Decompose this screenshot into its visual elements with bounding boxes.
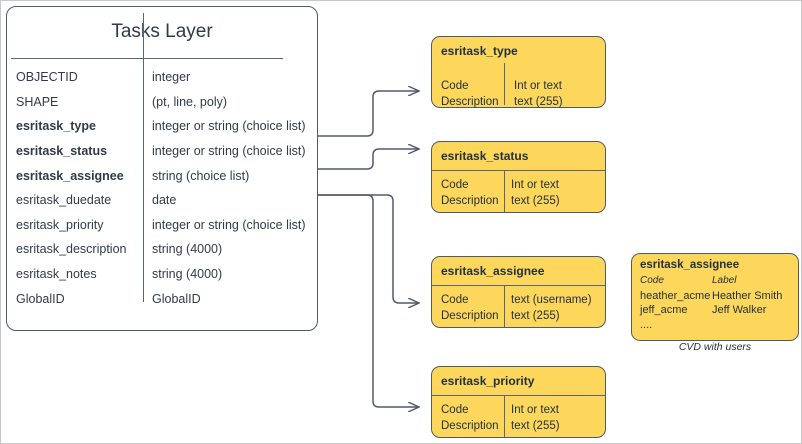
field-name: esritask_duedate bbox=[16, 193, 112, 208]
field-name: GlobalID bbox=[16, 291, 65, 306]
cvd-row: .... bbox=[640, 318, 795, 333]
field-type: integer or string (choice list) bbox=[152, 119, 306, 134]
field-name: SHAPE bbox=[16, 94, 59, 109]
cvd-title: esritask_assignee bbox=[640, 259, 740, 271]
table-row: esritask_priority integer or string (choi… bbox=[7, 213, 317, 238]
table-row: esritask_duedate date bbox=[7, 188, 317, 213]
cvd-code: jeff_acme bbox=[640, 304, 688, 316]
field-name: esritask_priority bbox=[16, 217, 104, 232]
cvd-caption: CVD with users bbox=[678, 341, 752, 353]
field-name: esritask_description bbox=[16, 242, 127, 257]
cvd-header-label: Label bbox=[712, 275, 737, 286]
table-row: esritask_assignee string (choice list) bbox=[7, 163, 317, 188]
connector-status bbox=[317, 149, 419, 170]
field-name: esritask_notes bbox=[16, 267, 97, 282]
field-name: OBJECTID bbox=[16, 70, 78, 85]
domain-column-divider bbox=[504, 395, 505, 437]
cvd-code: heather_acme bbox=[640, 289, 711, 302]
domain-title: esritask_priority bbox=[441, 374, 535, 388]
cvd-label: Jeff Walker bbox=[712, 304, 767, 316]
field-type: date bbox=[152, 193, 177, 208]
table-row: OBJECTID integer bbox=[7, 65, 317, 90]
domain-title: esritask_type bbox=[441, 44, 518, 58]
cvd-code: .... bbox=[640, 318, 653, 331]
cvd-header-row: Code Label bbox=[640, 274, 795, 289]
domain-column-divider bbox=[504, 285, 505, 327]
domain-header-divider bbox=[432, 170, 605, 171]
table-row: esritask_status integer or string (choice… bbox=[7, 139, 317, 164]
domain-title: esritask_assignee bbox=[441, 264, 545, 278]
title-divider bbox=[11, 58, 283, 59]
field-type: integer or string (choice list) bbox=[152, 217, 306, 232]
connector-type bbox=[317, 91, 419, 137]
field-type: string (4000) bbox=[152, 242, 223, 257]
column-divider bbox=[143, 13, 144, 302]
table-row: esritask_type integer or string (choice l… bbox=[7, 114, 317, 139]
cvd-label: Heather Smith bbox=[712, 289, 783, 302]
domain-title: esritask_status bbox=[441, 149, 529, 163]
field-name: esritask_assignee bbox=[16, 168, 124, 183]
table-row: esritask_notes string (4000) bbox=[7, 262, 317, 287]
table-row: SHAPE (pt, line, poly) bbox=[7, 90, 317, 115]
page-title: Tasks Layer bbox=[111, 21, 213, 42]
field-type: (pt, line, poly) bbox=[152, 94, 228, 109]
field-name: esritask_status bbox=[16, 144, 108, 159]
connector-priority bbox=[317, 194, 419, 407]
cvd-header-code: Code bbox=[640, 275, 664, 286]
field-type: string (4000) bbox=[152, 267, 223, 282]
cvd-row: jeff_acme Jeff Walker bbox=[640, 303, 795, 318]
table-row: esritask_description string (4000) bbox=[7, 237, 317, 262]
field-type: string (choice list) bbox=[152, 168, 250, 183]
field-type: integer bbox=[152, 70, 191, 85]
domain-column-divider bbox=[504, 170, 505, 212]
domain-header-divider bbox=[432, 395, 605, 396]
field-type: integer or string (choice list) bbox=[152, 144, 306, 159]
table-row: GlobalID GlobalID bbox=[7, 286, 317, 311]
field-name: esritask_type bbox=[16, 119, 96, 134]
domain-type-column: text (username)text (255) bbox=[511, 294, 592, 322]
cvd-sample-box: esritask_assignee Code Label heather_acm… bbox=[631, 253, 799, 341]
field-type: GlobalID bbox=[152, 291, 201, 306]
connector-assignee bbox=[317, 194, 419, 303]
domain-header-divider bbox=[432, 285, 605, 286]
domain-column-divider bbox=[504, 63, 505, 105]
